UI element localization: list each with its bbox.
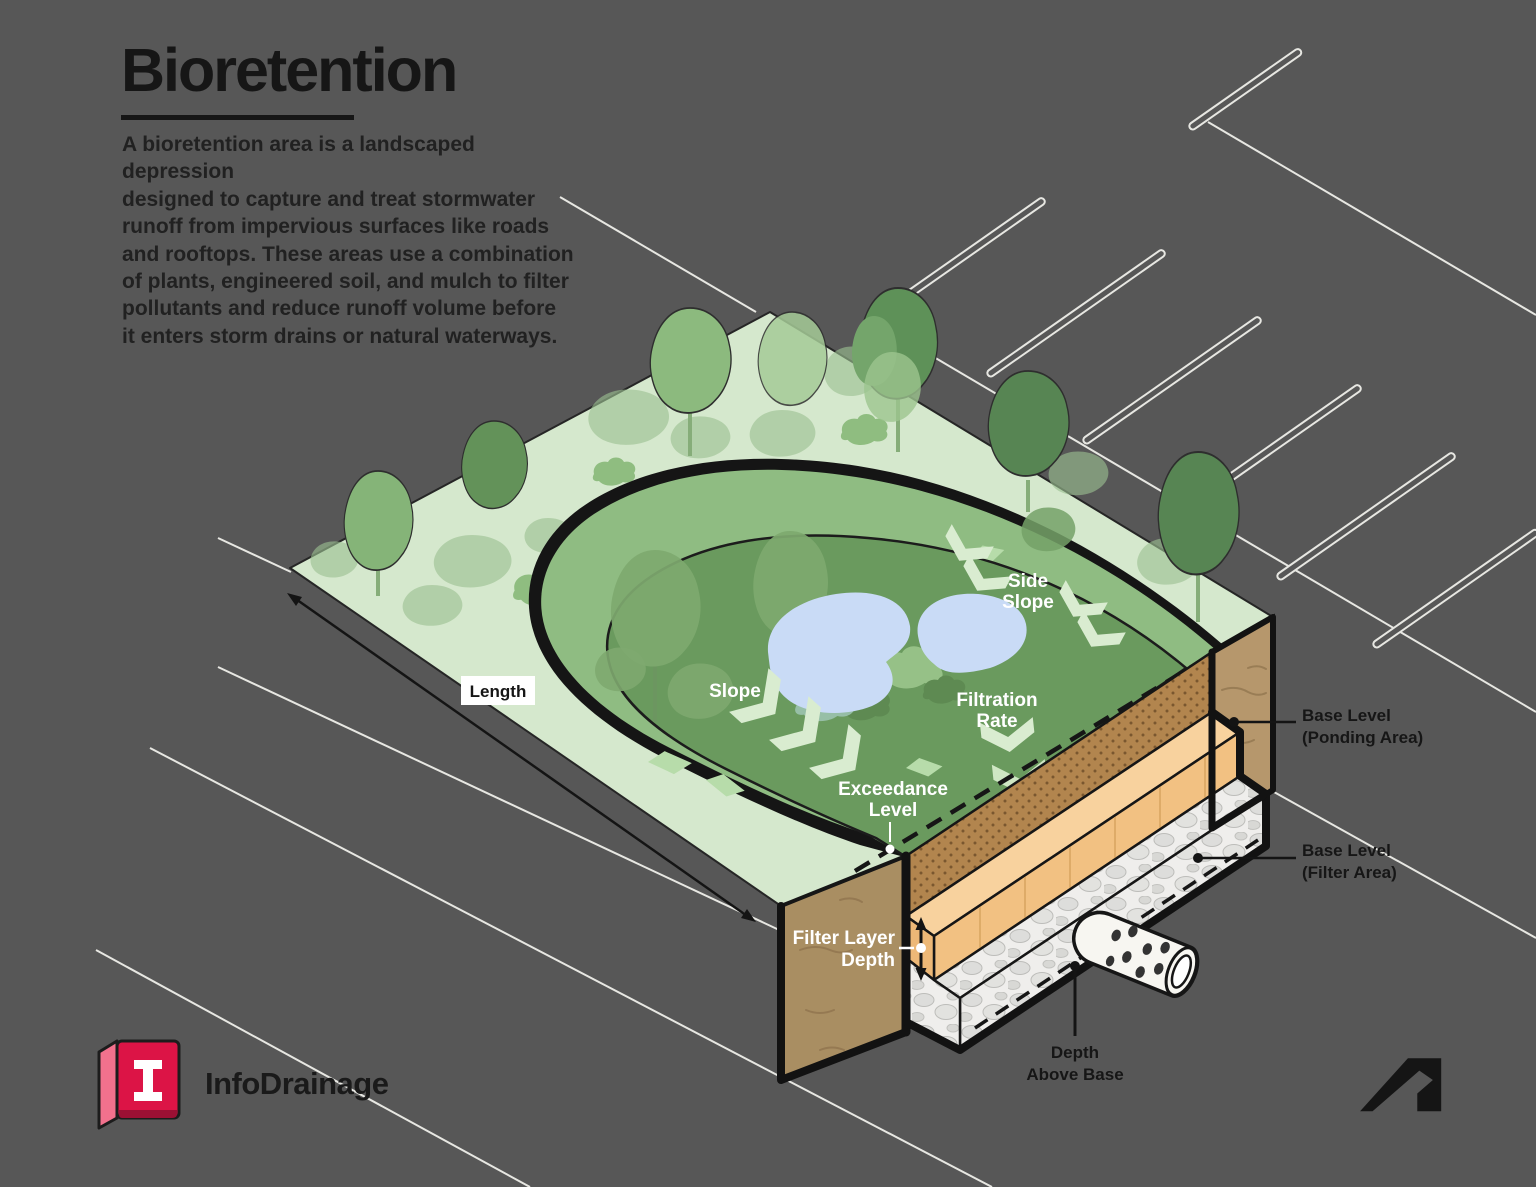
length-dimension: Length [287, 593, 756, 922]
filter-layer-seams [979, 757, 1206, 949]
base-level-filter-label-2: (Filter Area) [1302, 863, 1397, 882]
base-level-ponding-callout: Base Level (Ponding Area) [1229, 706, 1423, 747]
diagram-labels: Slope Side Slope Filtration Rate Exceeda… [709, 571, 1054, 981]
letter-I-glyph [134, 1060, 162, 1101]
intro-line: A bioretention area is a landscaped depr… [122, 133, 475, 184]
depth-above-base-label-1: Depth [1051, 1043, 1099, 1062]
title-block: Bioretention [121, 36, 458, 120]
gravel-dashed-line [974, 838, 1259, 1030]
intro-line: it enters storm drains or natural waterw… [122, 324, 558, 348]
filtration-rate-label-2: Rate [976, 711, 1017, 732]
intro-line: runoff from impervious surfaces like roa… [122, 215, 550, 239]
autodesk-logo-icon [1360, 1058, 1442, 1112]
length-label-box [461, 676, 535, 705]
arrowhead [741, 909, 756, 922]
base-level-ponding-label-1: Base Level [1302, 706, 1391, 725]
side-slope-label-2: Slope [1002, 592, 1054, 613]
intro-line: designed to capture and treat stormwater [122, 187, 536, 211]
brand-name: InfoDrainage [205, 1066, 389, 1101]
exceedance-level-label-1: Exceedance [838, 779, 948, 800]
infodrainage-logo-icon [97, 1039, 181, 1130]
parking-lot-lines [95, 48, 1536, 1187]
filter-layer-depth-label-1: Filter Layer [793, 928, 896, 949]
section-outlines [777, 614, 1276, 1084]
tree [460, 420, 529, 510]
intro-line: of plants, engineered soil, and mulch to… [122, 270, 569, 294]
pipe-perforations [1105, 925, 1170, 978]
side-slope-label-1: Side [1008, 571, 1048, 592]
tree [343, 470, 414, 571]
infodrainage-brand: InfoDrainage [93, 1036, 389, 1132]
base-level-filter-label-1: Base Level [1302, 841, 1391, 860]
pond [917, 593, 1027, 673]
filter-layer-depth-label-2: Depth [841, 950, 895, 971]
autodesk-logo [1358, 1044, 1462, 1119]
base-level-ponding-label-2: (Ponding Area) [1302, 728, 1423, 747]
trees [343, 287, 1241, 622]
base-level-filter-callout: Base Level (Filter Area) [1193, 841, 1397, 882]
title-underline [121, 115, 354, 120]
tree [1157, 450, 1241, 576]
page-title: Bioretention [121, 36, 458, 104]
pipe-opening [1170, 954, 1193, 989]
slope-label: Slope [709, 681, 761, 702]
intro-line: and rooftops. These areas use a combinat… [122, 242, 574, 266]
exceedance-level-label-2: Level [869, 800, 918, 821]
tree [649, 307, 732, 414]
tree [987, 370, 1070, 477]
intro-paragraph: A bioretention area is a landscaped depr… [122, 131, 592, 350]
depth-above-base-label-2: Above Base [1026, 1065, 1123, 1084]
length-label: Length [470, 682, 527, 701]
underdrain-pipe [1072, 910, 1200, 998]
depth-above-base-callout: Depth Above Base [1026, 961, 1124, 1084]
tree [757, 311, 828, 407]
exceedance-marker-dot [885, 844, 895, 854]
arrowhead [287, 593, 302, 606]
intro-line: pollutants and reduce runoff volume befo… [122, 297, 557, 321]
pond [767, 592, 911, 713]
callouts: Base Level (Ponding Area) Base Level (Fi… [1026, 706, 1423, 1084]
ponding-water [767, 592, 1027, 722]
filtration-rate-label-1: Filtration [956, 690, 1037, 711]
filter-depth-arrow [915, 917, 927, 981]
